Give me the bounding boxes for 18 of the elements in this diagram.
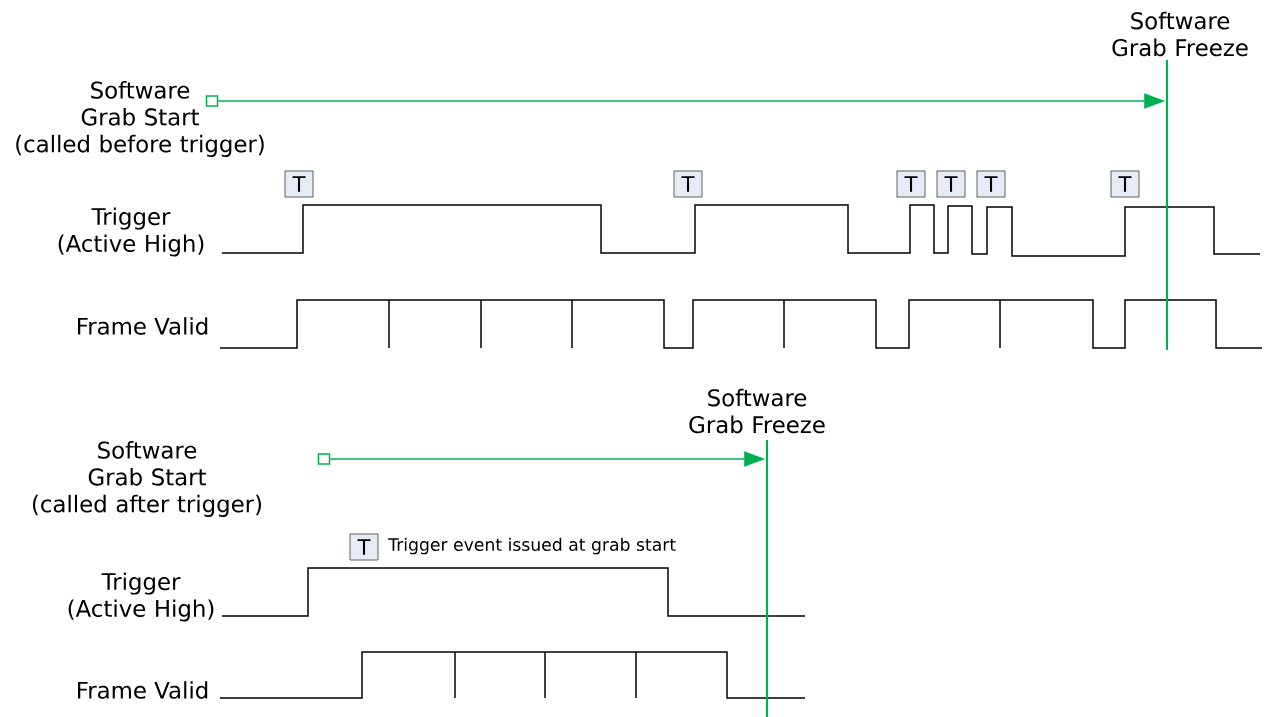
trigger-box: T bbox=[976, 170, 1006, 198]
marker-label: Software Grab Freeze bbox=[1112, 11, 1248, 57]
trigger-box: T bbox=[673, 170, 703, 198]
trigger-box: T bbox=[936, 170, 966, 198]
signal-label: Trigger (Active High) bbox=[58, 207, 204, 257]
start-marker bbox=[317, 453, 331, 465]
signal-label: Trigger (Active High) bbox=[68, 572, 214, 622]
trigger-box: T bbox=[349, 533, 379, 561]
trigger-box: T bbox=[284, 170, 314, 198]
signal-label: Frame Valid bbox=[78, 681, 208, 699]
start-marker bbox=[205, 95, 219, 107]
signal-label: Software Grab Start (called before trigger) bbox=[16, 81, 264, 157]
marker-label: Software Grab Freeze bbox=[689, 388, 825, 434]
signal-label: Software Grab Start (called after trigger) bbox=[32, 441, 262, 517]
signal-label: Frame Valid bbox=[78, 317, 208, 335]
trigger-box: T bbox=[1110, 170, 1140, 198]
trigger-box: T bbox=[896, 170, 926, 198]
annotation-text: Trigger event issued at grab start bbox=[388, 537, 676, 555]
